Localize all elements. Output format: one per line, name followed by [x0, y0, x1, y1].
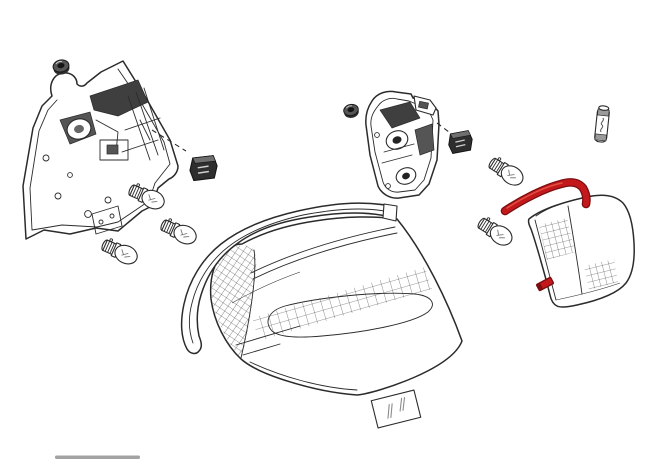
lens-large-grid-band	[252, 267, 432, 341]
scan-artifact	[55, 455, 140, 459]
housing-left-cavity	[106, 144, 119, 155]
sticker-body	[370, 389, 422, 429]
part-grommet-center[interactable]: Grommet nut	[342, 102, 361, 120]
part-connector-left[interactable]: Harness connector plug	[187, 151, 220, 185]
housing-left-bracket	[91, 205, 123, 235]
leader-line-center	[436, 122, 450, 133]
part-lens-small[interactable]: Tail light lens (trunk lid side)	[527, 194, 635, 308]
housing-center-mech-dark-1	[379, 101, 421, 129]
seal-strip-highlight	[506, 182, 563, 209]
lens-large-ridge-line-1	[250, 226, 396, 274]
part-bulb-3[interactable]: Bayonet bulb	[98, 235, 141, 268]
part-lens-large[interactable]: Tail light lens (fender side)	[209, 216, 463, 396]
housing-left-ribs	[121, 87, 165, 161]
housing-center-screw-holes	[374, 132, 391, 189]
housing-left-inner-line	[29, 68, 171, 231]
part-bulb-2[interactable]: Bayonet bulb	[157, 215, 200, 248]
lens-small-outline	[527, 194, 635, 308]
leader-line-left	[151, 129, 187, 152]
seal-strip-red	[502, 179, 590, 214]
housing-center-tab-slot	[418, 100, 429, 110]
lens-large-body	[209, 216, 463, 396]
lens-small-edge-inner	[534, 219, 557, 301]
festoon-filament	[600, 117, 604, 133]
part-bulb-carrier-left[interactable]: Bulb carrier housing (fender tail light)	[22, 60, 179, 240]
lens-large-grid-underlines	[235, 325, 301, 356]
festoon-cap-bottom	[594, 133, 607, 142]
housing-center-mech-dark-2	[414, 123, 435, 156]
part-connector-center[interactable]: Harness connector plug	[447, 128, 474, 156]
housing-center-socket-1	[385, 130, 409, 150]
part-sticker[interactable]: Blank instruction sticker	[370, 389, 422, 429]
lens-large-lobe-crease	[240, 249, 256, 359]
gasket-large-band	[180, 202, 397, 355]
part-seal-strip-highlighted[interactable]: Sealing strip - highlighted part	[500, 178, 591, 216]
lens-large-bottom-inner-line	[249, 361, 358, 391]
housing-left-outline	[22, 60, 179, 240]
lens-large-highlight-blob	[267, 292, 433, 338]
clip-end	[536, 282, 544, 291]
housing-left-screw-holes	[42, 154, 115, 225]
part-clip-highlighted[interactable]: Mounting clip - highlighted part	[536, 276, 554, 292]
housing-center-inner-line	[370, 97, 434, 193]
housing-center-socket-2	[395, 167, 417, 185]
gasket-large-inner-line	[189, 208, 391, 344]
lens-small-bottom-inner	[555, 282, 621, 301]
gasket-large-end-tab	[382, 203, 398, 222]
part-gasket-large[interactable]: Tail light gasket strip	[180, 202, 398, 355]
part-bulb-4[interactable]: Bayonet bulb	[485, 153, 528, 190]
lens-small-divider	[567, 205, 583, 295]
festoon-tip	[598, 105, 610, 111]
housing-left-frames	[95, 119, 151, 161]
lens-small-grid-1	[539, 218, 575, 260]
part-bulb-carrier-center[interactable]: Bulb carrier housing (trunk lid tail lig…	[365, 90, 440, 199]
part-bulb-5[interactable]: Bayonet bulb	[474, 213, 517, 250]
lens-large-crease-2	[231, 271, 301, 304]
housing-center-outline	[365, 90, 440, 199]
sticker-marks	[387, 397, 406, 419]
housing-left-mech-dark-1	[89, 79, 149, 117]
lens-small-grid-2	[584, 259, 618, 290]
housing-left-socket	[66, 118, 92, 140]
lens-large-ridge-line-2	[252, 232, 398, 280]
housing-center-ribs	[381, 143, 415, 164]
part-festoon-bulb[interactable]: Festoon bulb	[594, 105, 610, 143]
